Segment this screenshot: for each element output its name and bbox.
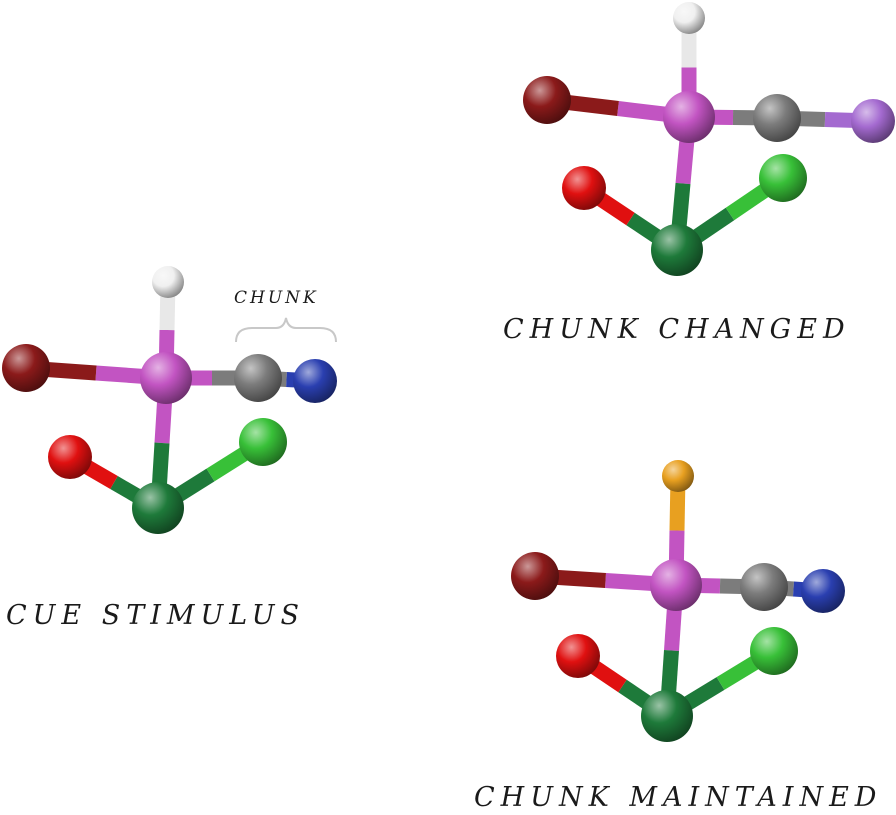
cue-stimulus-top-atom — [152, 266, 184, 298]
chunk-maintained-center-atom — [650, 559, 702, 611]
chunk-maintained-chunk-end-atom — [801, 569, 845, 613]
chunk-brace — [235, 317, 337, 343]
chunk-changed-red-atom — [562, 166, 606, 210]
cue-stimulus-caption: CUE STIMULUS — [6, 600, 305, 631]
cue-stimulus-red-atom — [48, 435, 92, 479]
cue-stimulus-light-green-atom — [239, 418, 287, 466]
cue-stimulus-gray-atom — [234, 354, 282, 402]
chunk-maintained-red-atom — [556, 634, 600, 678]
cue-stimulus-center-atom — [140, 352, 192, 404]
chunk-changed-dark-red-atom — [523, 76, 571, 124]
chunk-changed-center-atom — [663, 91, 715, 143]
chunk-changed-gray-atom — [753, 94, 801, 142]
chunk-changed-chunk-end-atom — [851, 99, 895, 143]
chunk-maintained-caption: CHUNK MAINTAINED — [474, 782, 883, 813]
chunk-changed-light-green-atom — [759, 154, 807, 202]
chunk-maintained-top-atom — [662, 460, 694, 492]
chunk-changed-dark-green-atom — [651, 224, 703, 276]
chunk-changed-caption: CHUNK CHANGED — [503, 314, 851, 345]
chunk-label: CHUNK — [234, 288, 319, 308]
chunk-maintained-dark-red-atom — [511, 552, 559, 600]
cue-stimulus-dark-green-atom — [132, 482, 184, 534]
chunk-maintained-gray-atom — [740, 563, 788, 611]
chunk-maintained-dark-green-atom — [641, 690, 693, 742]
chunk-maintained-light-green-atom — [750, 627, 798, 675]
cue-stimulus-dark-red-atom — [2, 344, 50, 392]
cue-stimulus-chunk-end-atom — [293, 359, 337, 403]
chunk-changed-top-atom — [673, 2, 705, 34]
